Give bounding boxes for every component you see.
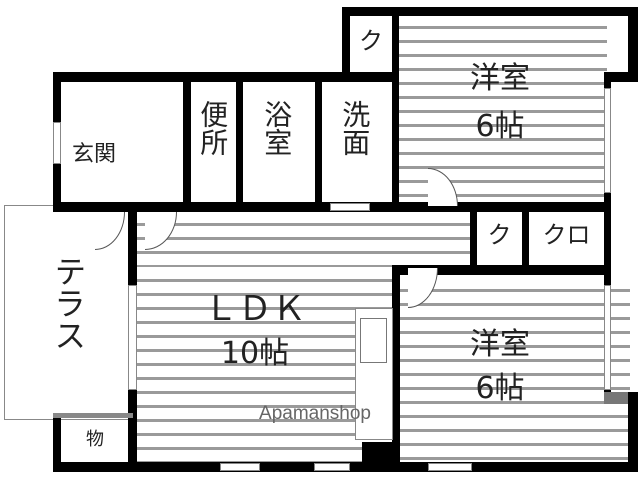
label-terrace: テラス [49, 255, 88, 351]
wall [392, 265, 400, 472]
label-western-top-size: 6帖 [475, 109, 525, 144]
wall [604, 72, 638, 82]
wall [53, 72, 399, 82]
label-ldk-name: ＬＤＫ [204, 289, 306, 329]
window [604, 285, 611, 390]
window [314, 463, 350, 471]
wall [392, 7, 399, 212]
label-entrance: 玄関 [71, 142, 116, 167]
wall [236, 82, 243, 207]
wall [604, 7, 638, 16]
wall [315, 82, 322, 207]
label-western-top-name: 洋室 [470, 61, 530, 96]
label-storage: 物 [86, 429, 104, 450]
window [220, 463, 260, 471]
wall [342, 7, 350, 82]
floor-western-bottom [400, 278, 630, 463]
wall [362, 442, 392, 464]
wall [183, 82, 191, 207]
sink [360, 318, 387, 363]
window [428, 463, 472, 471]
wall [522, 205, 529, 275]
watermark: Apamanshop [259, 403, 371, 424]
label-closet-top: ク [359, 27, 383, 55]
label-ldk-size: 10帖 [220, 336, 290, 371]
wall [53, 415, 61, 472]
wall [470, 205, 477, 275]
floor-hallway [135, 212, 470, 267]
window [330, 203, 370, 211]
window [53, 122, 61, 164]
wall [53, 413, 133, 418]
label-closet-mid2: クロ [542, 221, 591, 249]
label-western-bottom-size: 6帖 [475, 371, 525, 406]
label-washroom: 洗面 [338, 100, 372, 156]
wall [395, 265, 611, 275]
label-bath: 浴室 [260, 100, 294, 156]
window [604, 88, 611, 193]
label-closet-mid: ク [487, 221, 512, 249]
floor-ldk [135, 268, 395, 463]
wall [628, 392, 638, 472]
wall [342, 7, 638, 16]
label-western-bottom-name: 洋室 [470, 327, 530, 362]
wall [628, 7, 638, 82]
window [128, 285, 137, 390]
label-toilet: 便所 [196, 100, 230, 156]
